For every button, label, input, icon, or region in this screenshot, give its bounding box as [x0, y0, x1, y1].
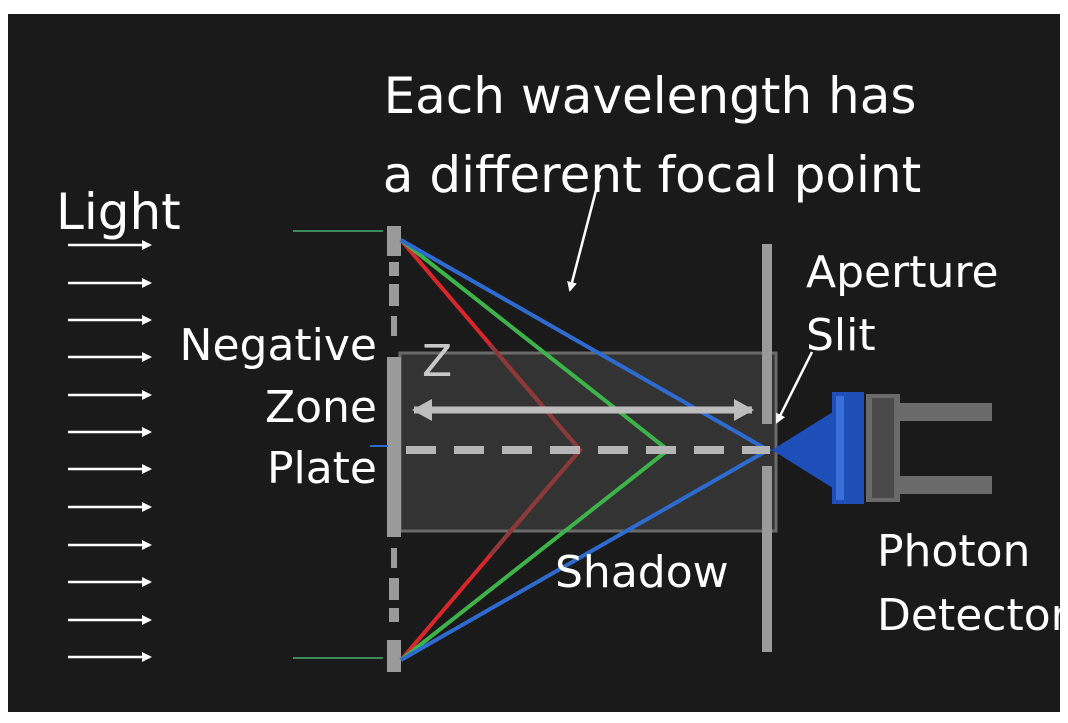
shadow-label: Shadow [555, 547, 729, 598]
zone-plate-center [387, 357, 401, 537]
zone-plate-segment [389, 284, 399, 306]
zone-plate-label-line-2: Zone [265, 382, 377, 433]
zone-plate-segment [391, 548, 397, 568]
zone-plate-label-line-1: Negative [180, 320, 377, 371]
detector-cone [772, 410, 836, 490]
zone-plate-segment [387, 226, 401, 256]
incoming-light-arrows [68, 240, 152, 662]
shadow-region [398, 351, 778, 533]
zone-plate-segment [389, 262, 399, 276]
aperture-label-line-1: Aperture [806, 247, 999, 298]
detector-body-inner [872, 398, 894, 498]
aperture-pointer-arrow [775, 351, 814, 424]
zone-plate-label-line-3: Plate [267, 443, 377, 494]
detector-label-line-1: Photon [877, 526, 1030, 577]
zone-plate-segment [389, 578, 399, 600]
detector-face-highlight [836, 396, 844, 500]
title-pointer-arrow [567, 174, 602, 292]
negative-zone-plate [387, 226, 401, 672]
title-line-1: Each wavelength has [384, 67, 917, 125]
detector-label-line-2: Detector [877, 590, 1068, 641]
aperture-label-line-2: Slit [806, 310, 876, 361]
light-label: Light [56, 183, 181, 241]
aperture-plate-bottom [762, 466, 772, 652]
detector-pin-top [900, 403, 992, 421]
z-label: Z [422, 336, 452, 387]
zone-plate-segment [387, 640, 401, 672]
title-line-2: a different focal point [383, 146, 921, 204]
zone-plate-segment [389, 608, 399, 622]
detector-pin-bottom [900, 476, 992, 494]
aperture-plate-top [762, 244, 772, 424]
zone-plate-segment [391, 316, 397, 336]
photon-detector [772, 392, 992, 504]
